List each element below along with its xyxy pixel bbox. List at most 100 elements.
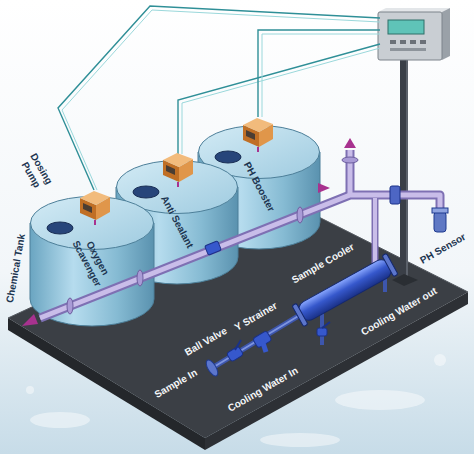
part-label: Dosing Pump bbox=[15, 147, 58, 197]
part-label-box: Ball Valve bbox=[180, 321, 229, 360]
ph-sensor bbox=[434, 212, 446, 232]
part-label-box: Dosing Pump bbox=[15, 147, 58, 197]
water-bubbles bbox=[260, 433, 340, 447]
sample-cooler bbox=[292, 303, 308, 326]
control-panel bbox=[378, 12, 442, 60]
control-panel bbox=[378, 8, 450, 12]
flow-arrow bbox=[22, 314, 38, 326]
ball-valve bbox=[226, 346, 243, 362]
control-panel bbox=[378, 8, 450, 60]
sample-line bbox=[320, 312, 324, 345]
main-pipe bbox=[348, 150, 353, 195]
part-label: Ball Valve bbox=[183, 325, 229, 358]
dosing-pump bbox=[163, 153, 193, 187]
part-label: Cooling Water In bbox=[226, 365, 300, 414]
part-label: Chemical Tank bbox=[4, 233, 27, 304]
pipe-flange bbox=[67, 298, 73, 314]
y-strainer bbox=[262, 340, 266, 352]
tank-lid bbox=[47, 222, 73, 234]
sample-line bbox=[212, 315, 300, 368]
part-label-box: Y Strainer bbox=[230, 295, 280, 334]
ph-sensor bbox=[432, 208, 448, 213]
inline-fitting bbox=[205, 186, 400, 255]
main-pipe bbox=[346, 150, 355, 195]
sample-line bbox=[383, 272, 387, 292]
control-panel bbox=[390, 48, 426, 51]
controller-pole bbox=[406, 58, 408, 280]
controller-pole bbox=[392, 58, 418, 286]
part-label-box: Sample In bbox=[150, 362, 200, 401]
dosing-pump bbox=[243, 118, 273, 152]
tank-top bbox=[117, 161, 238, 214]
control-wire bbox=[182, 48, 380, 154]
water-bubbles bbox=[26, 354, 446, 447]
part-label-box: PH Sensor bbox=[416, 227, 469, 268]
control-panel bbox=[442, 8, 450, 60]
ball-valve bbox=[235, 340, 241, 350]
part-label: Cooling Water out bbox=[359, 285, 439, 337]
sample-flange bbox=[204, 358, 220, 378]
ball-valve bbox=[226, 340, 243, 362]
controller-pole bbox=[400, 58, 408, 280]
flow-arrow bbox=[318, 183, 330, 193]
water-bubbles bbox=[30, 412, 90, 428]
control-wire bbox=[262, 34, 380, 117]
water-bubbles bbox=[26, 386, 34, 394]
skid-base bbox=[205, 292, 468, 450]
control-panel bbox=[410, 40, 416, 44]
dosing-pump bbox=[80, 118, 273, 225]
control-wire bbox=[58, 6, 380, 190]
control-wire bbox=[258, 30, 380, 117]
inline-fitting bbox=[390, 186, 400, 204]
inline-fitting bbox=[205, 241, 222, 256]
main-pipe bbox=[40, 195, 440, 318]
part-label: Sample Cooler bbox=[290, 241, 356, 286]
pipe-flange bbox=[342, 157, 358, 163]
part-label-box: Sample Cooler bbox=[287, 237, 357, 288]
dosing-pump bbox=[80, 191, 110, 225]
water-bubbles bbox=[434, 354, 446, 366]
control-panel bbox=[388, 20, 424, 34]
tank-lid bbox=[133, 186, 159, 198]
control-wire bbox=[62, 10, 380, 190]
control-wire bbox=[178, 44, 380, 154]
control-wire bbox=[58, 6, 380, 190]
cooling-valve bbox=[317, 328, 327, 336]
pipe-flange bbox=[67, 157, 358, 314]
control-panel bbox=[390, 40, 396, 44]
pipe-flange bbox=[137, 270, 143, 286]
main-pipe bbox=[40, 150, 440, 318]
tank-lid bbox=[47, 151, 241, 234]
main-pipe bbox=[372, 198, 379, 263]
tank-lid bbox=[215, 151, 241, 163]
control-panel bbox=[400, 40, 406, 44]
part-label-box: Cooling Water out bbox=[356, 281, 439, 339]
flow-arrow bbox=[22, 138, 356, 326]
part-label-box: Chemical Tank bbox=[0, 232, 29, 304]
ph-sensor bbox=[432, 208, 448, 232]
part-label: Sample In bbox=[153, 367, 199, 400]
sample-cooler bbox=[382, 253, 398, 276]
sample-line bbox=[212, 315, 300, 368]
cooling-valve bbox=[322, 322, 330, 328]
pipe-flange bbox=[297, 207, 303, 223]
chemical-tank: Oxygen Scavenger bbox=[30, 196, 154, 326]
cooling-valve bbox=[317, 322, 330, 336]
skid-base bbox=[8, 318, 205, 450]
control-panel bbox=[420, 40, 426, 44]
main-pipe bbox=[373, 198, 377, 263]
y-strainer bbox=[253, 331, 272, 352]
sample-flange bbox=[204, 358, 220, 378]
y-strainer bbox=[253, 331, 272, 349]
flow-arrow bbox=[344, 138, 356, 148]
water-bubbles bbox=[335, 390, 425, 410]
main-pipe bbox=[40, 195, 440, 318]
part-label: PH Sensor bbox=[418, 231, 467, 266]
controller-pole bbox=[392, 274, 418, 286]
tank-top bbox=[199, 126, 320, 179]
part-label: Y Strainer bbox=[233, 300, 279, 333]
part-label-box: Cooling Water In bbox=[223, 360, 300, 415]
